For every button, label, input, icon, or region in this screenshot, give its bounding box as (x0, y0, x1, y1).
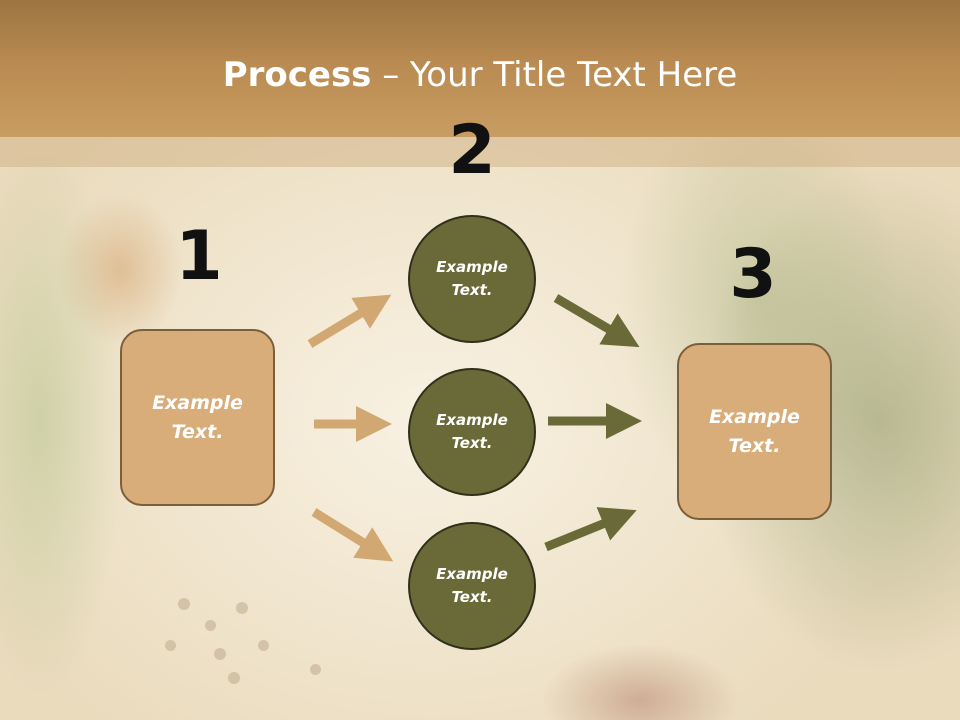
peppercorn-decoration (310, 664, 321, 675)
circle-top-line2: Text. (451, 281, 493, 299)
circle-bottom-line1: Example (436, 565, 508, 583)
slide-title: Process – Your Title Text Here (0, 52, 960, 98)
peppercorn-decoration (165, 640, 176, 651)
right-box-line1: Example (709, 405, 800, 428)
title-bar (0, 0, 960, 137)
peppercorn-decoration (228, 672, 240, 684)
circle-bottom[interactable]: Example Text. (408, 522, 536, 650)
title-bar-band (0, 137, 960, 167)
circle-middle[interactable]: Example Text. (408, 368, 536, 496)
arrow-bottom-to-right (544, 507, 637, 552)
left-box-line1: Example (152, 391, 243, 414)
step-number-1: 1 (175, 217, 223, 296)
peppercorn-decoration (236, 602, 248, 614)
circle-middle-line1: Example (436, 411, 508, 429)
peppercorn-decoration (258, 640, 269, 651)
circle-bottom-line2: Text. (451, 588, 493, 606)
arrow-top-to-right (553, 294, 640, 348)
left-text-box[interactable]: Example Text. (120, 329, 275, 506)
circle-middle-line2: Text. (451, 434, 493, 452)
circle-top[interactable]: Example Text. (408, 215, 536, 343)
step-number-3: 3 (729, 235, 777, 314)
step-number-2: 2 (448, 111, 496, 190)
title-rest: – Your Title Text Here (371, 55, 738, 95)
left-box-line2: Text. (171, 420, 224, 443)
right-text-box[interactable]: Example Text. (677, 343, 832, 520)
circle-top-line1: Example (436, 258, 508, 276)
title-bold: Process (222, 55, 372, 95)
peppercorn-decoration (214, 648, 226, 660)
right-box-line2: Text. (728, 434, 781, 457)
arrow-left-to-top (307, 294, 392, 348)
peppercorn-decoration (178, 598, 190, 610)
peppercorn-decoration (205, 620, 216, 631)
arrow-left-to-bottom (311, 508, 394, 562)
